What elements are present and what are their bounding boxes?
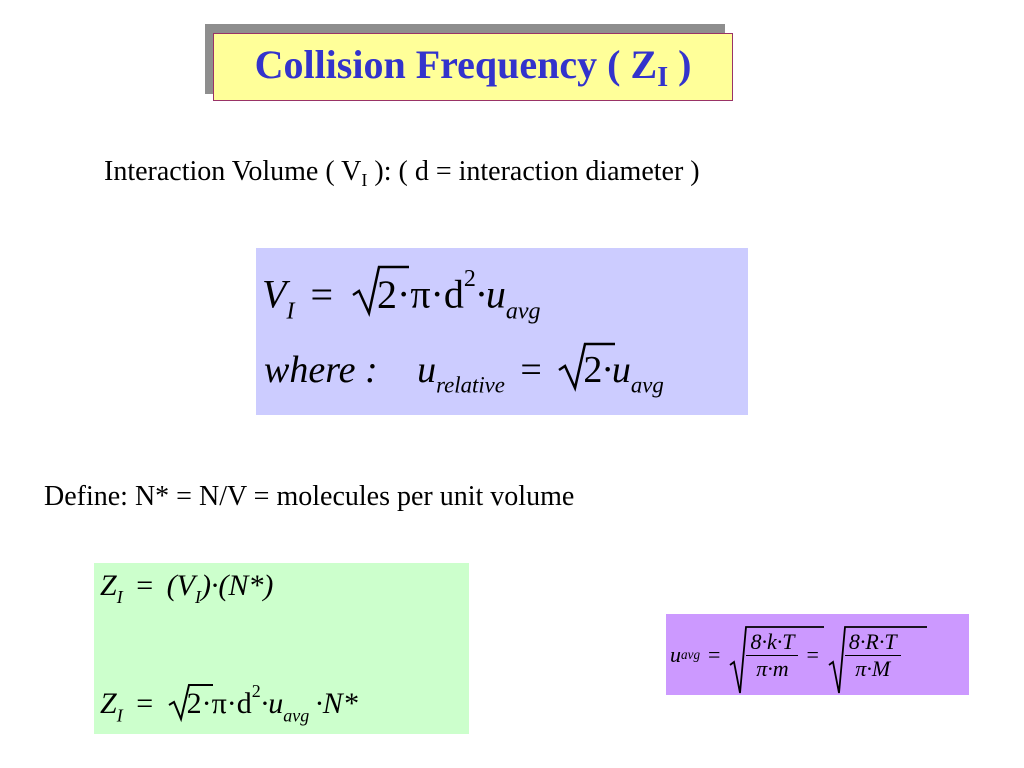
- collision-frequency-equation-box: ZI = (VI)·(N*) ZI = 2 ·π·d2·uavg·N*: [94, 563, 469, 734]
- sqrt-icon: [558, 342, 616, 392]
- z-equation-1: ZI = (VI)·(N*): [100, 569, 274, 608]
- slide-title: Collision Frequency ( ZI ): [254, 41, 692, 93]
- vi-equation: VI = 2 ·π·d2·uavg: [262, 265, 541, 325]
- interaction-volume-text: Interaction Volume ( VI ): ( d = interac…: [104, 156, 700, 190]
- sqrt-icon: [828, 625, 927, 693]
- z-equation-2: ZI = 2 ·π·d2·uavg·N*: [100, 681, 358, 726]
- sqrt-icon: [729, 625, 825, 693]
- where-equation: where : urelative = 2 ·uavg: [264, 342, 664, 398]
- sqrt-icon: [352, 265, 409, 317]
- title-box: Collision Frequency ( ZI ): [213, 33, 733, 101]
- sqrt-icon: [168, 684, 213, 723]
- interaction-volume-equation-box: VI = 2 ·π·d2·uavg where : urelative = 2 …: [256, 248, 748, 415]
- define-text: Define: N* = N/V = molecules per unit vo…: [44, 481, 575, 512]
